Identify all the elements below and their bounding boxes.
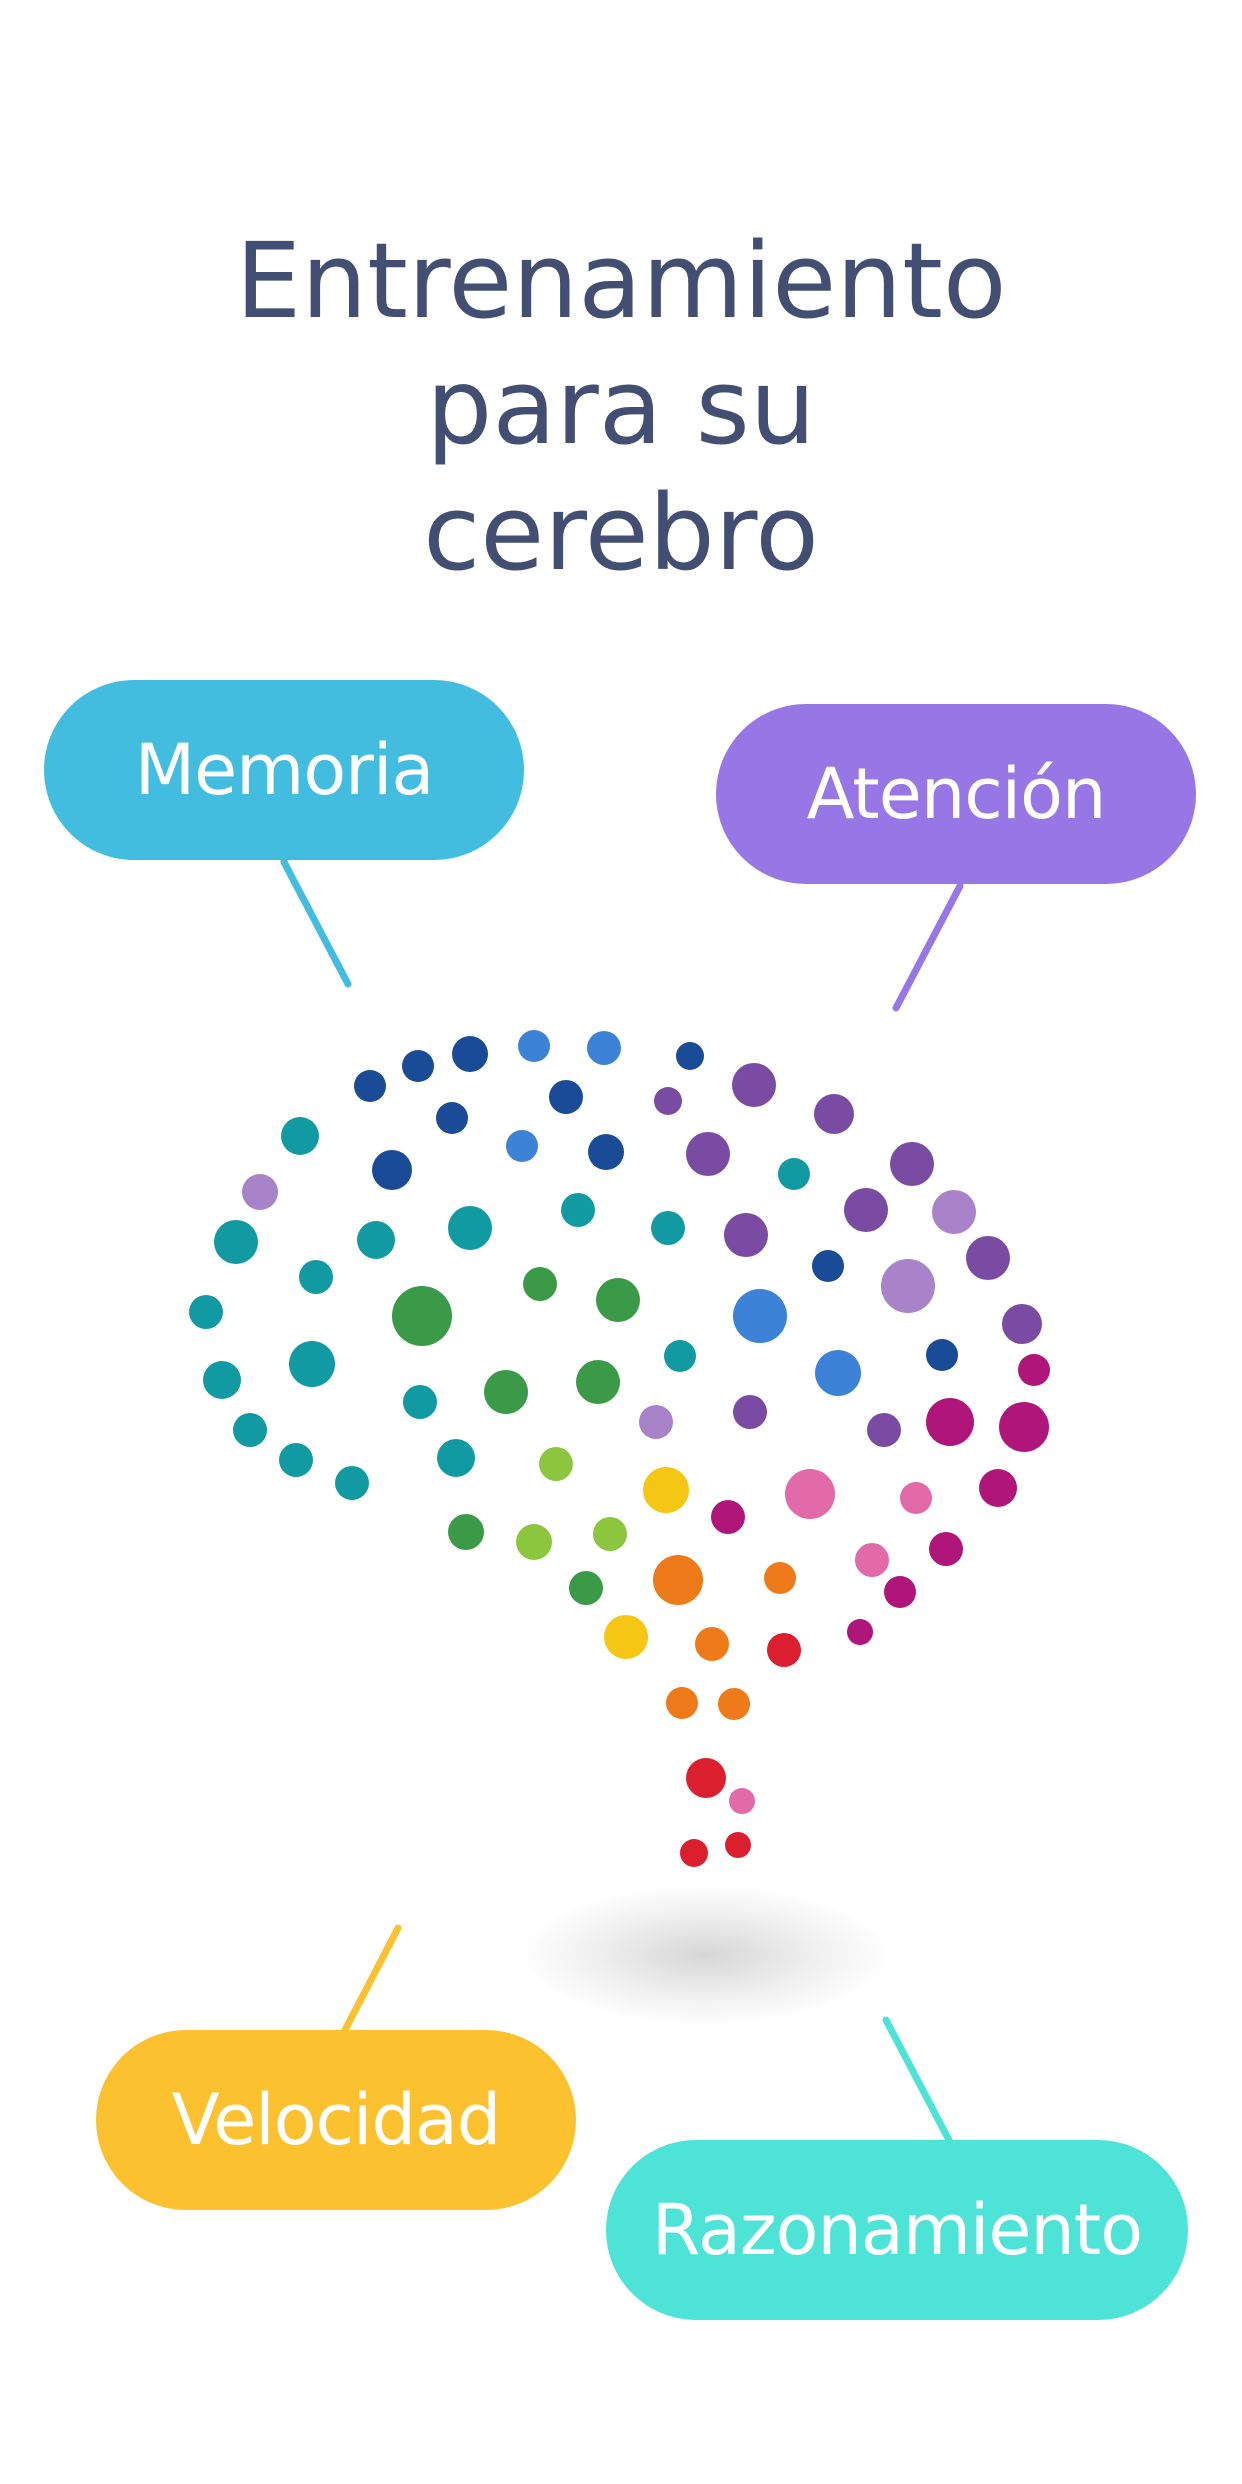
- brain-dot: [392, 1286, 452, 1346]
- brain-dot: [588, 1134, 624, 1170]
- brain-dot: [966, 1236, 1010, 1280]
- brain-dot: [576, 1360, 620, 1404]
- brain-dot: [847, 1619, 873, 1645]
- title-line-3: cerebro: [423, 472, 819, 594]
- brain-dot: [929, 1532, 963, 1566]
- brain-dot: [890, 1142, 934, 1186]
- title-line-1: Entrenamiento: [235, 220, 1007, 342]
- title-line-2: para su: [426, 346, 816, 468]
- brain-dot: [926, 1339, 958, 1371]
- atencion-pointer-line: [892, 882, 964, 1012]
- brain-dot: [664, 1340, 696, 1372]
- brain-dot: [279, 1443, 313, 1477]
- brain-dot: [403, 1385, 437, 1419]
- brain-dot: [718, 1688, 750, 1720]
- brain-dot: [516, 1524, 552, 1560]
- brain-dot: [724, 1213, 768, 1257]
- brain-dot: [437, 1439, 475, 1477]
- brain-dot: [299, 1260, 333, 1294]
- razonamiento-bubble: Razonamiento: [606, 2140, 1188, 2320]
- brain-dot: [686, 1132, 730, 1176]
- memoria-label: Memoria: [134, 729, 435, 811]
- brain-dot: [764, 1562, 796, 1594]
- brain-dot: [242, 1174, 278, 1210]
- brain-dot: [643, 1467, 689, 1513]
- brain-dot: [506, 1130, 538, 1162]
- velocidad-pointer-line: [340, 1924, 402, 2036]
- brain-dot: [452, 1036, 488, 1072]
- brain-dot: [999, 1402, 1049, 1452]
- brain-dot: [604, 1615, 648, 1659]
- brain-dot: [733, 1395, 767, 1429]
- brain-dot: [926, 1398, 974, 1446]
- brain-shadow: [520, 1885, 890, 2025]
- brain-dot: [855, 1543, 889, 1577]
- razonamiento-pointer-line: [882, 2016, 954, 2146]
- brain-dot: [549, 1080, 583, 1114]
- brain-dot: [569, 1571, 603, 1605]
- brain-dot: [596, 1278, 640, 1322]
- brain-dot: [725, 1832, 751, 1858]
- velocidad-label: Velocidad: [171, 2079, 501, 2161]
- brain-dot: [1002, 1304, 1042, 1344]
- razonamiento-label: Razonamiento: [651, 2189, 1143, 2271]
- brain-dot: [979, 1469, 1017, 1507]
- brain-dot: [778, 1158, 810, 1190]
- brain-dot: [686, 1758, 726, 1798]
- atencion-bubble: Atención: [716, 704, 1196, 884]
- brain-dot: [815, 1350, 861, 1396]
- brain-dot: [354, 1070, 386, 1102]
- brain-dot: [844, 1188, 888, 1232]
- brain-dot: [448, 1514, 484, 1550]
- brain-dot: [676, 1042, 704, 1070]
- brain-dot: [518, 1030, 550, 1062]
- brain-dot: [233, 1413, 267, 1447]
- velocidad-bubble: Velocidad: [96, 2030, 576, 2210]
- brain-dot: [587, 1031, 621, 1065]
- brain-dot: [812, 1250, 844, 1282]
- brain-dot: [402, 1050, 434, 1082]
- brain-dot: [281, 1117, 319, 1155]
- brain-dot: [733, 1289, 787, 1343]
- brain-dot: [653, 1555, 703, 1605]
- brain-dot: [654, 1087, 682, 1115]
- atencion-label: Atención: [806, 753, 1107, 835]
- brain-dot: [436, 1102, 468, 1134]
- brain-dot: [357, 1221, 395, 1259]
- brain-dot: [335, 1466, 369, 1500]
- brain-dot: [539, 1447, 573, 1481]
- brain-dot: [881, 1259, 935, 1313]
- brain-dot: [767, 1633, 801, 1667]
- brain-dot: [732, 1063, 776, 1107]
- brain-dot: [729, 1788, 755, 1814]
- brain-dot: [214, 1220, 258, 1264]
- brain-dot: [785, 1469, 835, 1519]
- brain-dot: [484, 1370, 528, 1414]
- brain-dot: [680, 1839, 708, 1867]
- brain-dot: [884, 1576, 916, 1608]
- dotted-brain-icon: [189, 1030, 1050, 1867]
- brain-dot: [651, 1211, 685, 1245]
- brain-dot: [814, 1094, 854, 1134]
- brain-dot: [867, 1413, 901, 1447]
- brain-dot: [203, 1361, 241, 1399]
- brain-dot: [711, 1500, 745, 1534]
- brain-dot: [932, 1190, 976, 1234]
- brain-dot: [593, 1517, 627, 1551]
- brain-dot: [523, 1267, 557, 1301]
- brain-dot: [695, 1627, 729, 1661]
- brain-dot: [900, 1482, 932, 1514]
- brain-dot: [448, 1206, 492, 1250]
- brain-dot: [561, 1193, 595, 1227]
- memoria-pointer-line: [280, 858, 352, 988]
- brain-dot: [666, 1687, 698, 1719]
- memoria-bubble: Memoria: [44, 680, 524, 860]
- brain-dot: [372, 1150, 412, 1190]
- page-title: Entrenamiento para su cerebro: [0, 218, 1242, 596]
- brain-dot: [189, 1295, 223, 1329]
- brain-dot: [1018, 1354, 1050, 1386]
- brain-dot: [639, 1405, 673, 1439]
- brain-dot: [289, 1341, 335, 1387]
